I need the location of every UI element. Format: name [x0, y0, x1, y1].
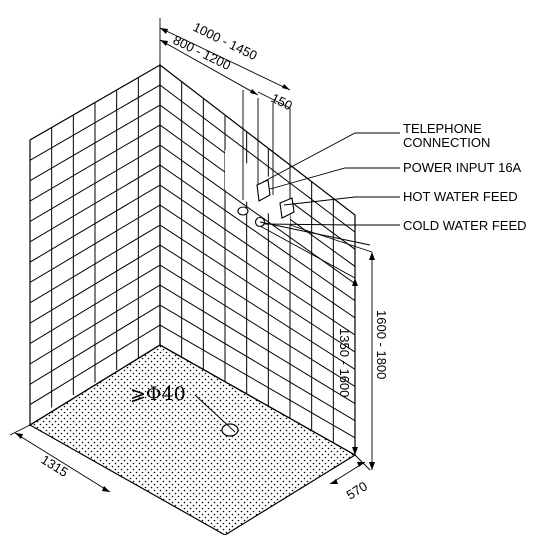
tile-line [30, 104, 160, 182]
tile-line [160, 264, 355, 387]
tile-line [160, 144, 355, 284]
drain-label: ⩾Φ40 [130, 383, 186, 405]
tile-line [30, 224, 160, 304]
tile-line [160, 164, 355, 302]
tile-line [30, 164, 160, 243]
tile-line [30, 144, 160, 222]
tile-line [160, 204, 355, 336]
tile-line [160, 224, 355, 353]
tile-line [30, 84, 160, 161]
tile-line [30, 244, 160, 324]
tile-line [30, 304, 160, 385]
tile-line [160, 184, 355, 319]
inner-height-dim: 1350 - 1600 [337, 328, 352, 397]
telephone-label-2: CONNECTION [403, 135, 490, 150]
cold-water-label: COLD WATER FEED [403, 218, 527, 233]
hot-water-label: HOT WATER FEED [403, 189, 518, 204]
tile-line [30, 284, 160, 365]
power-label: POWER INPUT 16A [403, 160, 522, 175]
telephone-label-1: TELEPHONE [403, 121, 482, 136]
drain-icon [221, 423, 239, 437]
floor-depth-dim: 570 [344, 478, 370, 502]
tile-line [30, 264, 160, 344]
tile-line [160, 244, 355, 370]
tile-line [160, 324, 355, 439]
tile-line [30, 124, 160, 202]
tile-line [160, 84, 355, 233]
tile-line [30, 324, 160, 406]
left-wall [30, 77, 160, 408]
socket-icon [256, 179, 295, 219]
outer-height-dim: 1600 - 1800 [374, 310, 389, 379]
tile-line [30, 184, 160, 263]
floor-length-dim: 1315 [38, 452, 70, 480]
tile-line [160, 284, 355, 404]
tile-line [30, 204, 160, 283]
tile-line [160, 304, 355, 422]
